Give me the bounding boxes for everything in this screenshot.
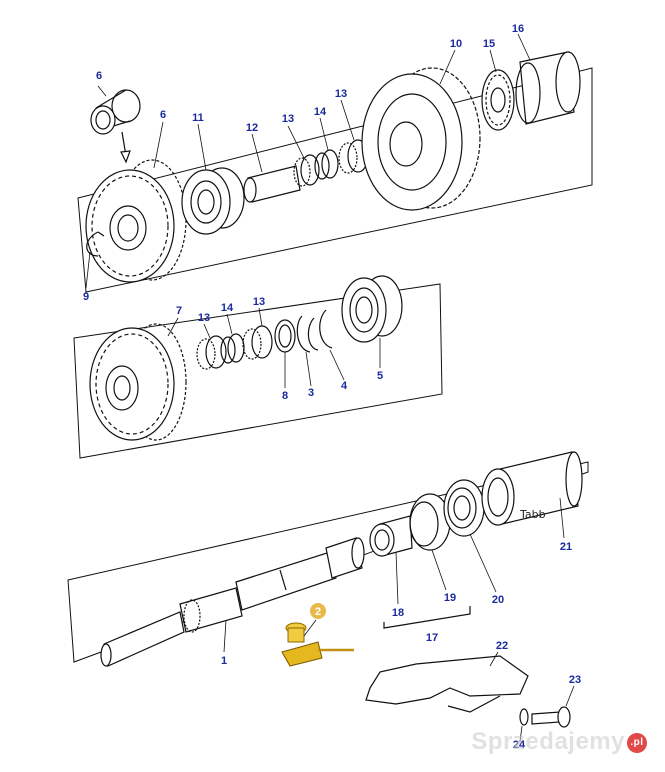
circlip-part-9 xyxy=(86,231,105,257)
wire-clip xyxy=(447,695,501,713)
housing-part-21: Tabb xyxy=(481,451,583,526)
part-label-7: 7 xyxy=(176,305,182,317)
sensor-part-2 xyxy=(281,622,354,667)
part-label-11: 11 xyxy=(192,112,204,124)
part-label-3: 3 xyxy=(308,387,314,399)
part-label-13b: 13 xyxy=(335,88,347,100)
watermark-badge: .pl xyxy=(627,732,647,753)
part-label-9: 9 xyxy=(83,291,89,303)
group-bracket-17 xyxy=(383,606,471,629)
part-label-13c: 13 xyxy=(198,312,210,324)
part-label-23: 23 xyxy=(569,674,581,686)
bearing-part-11 xyxy=(181,167,245,235)
spacer-part-14b xyxy=(220,333,245,364)
watermark-text: Sprzedajemy xyxy=(471,728,625,755)
gear-part-10 xyxy=(361,67,481,211)
part-label-13d: 13 xyxy=(253,296,265,308)
washer-part-8 xyxy=(274,319,296,353)
part-label-19: 19 xyxy=(444,592,456,604)
washer-part-24 xyxy=(519,708,529,726)
part-label-13a: 13 xyxy=(282,113,294,125)
part-label-24: 24 xyxy=(513,739,526,751)
needle-bearing-part-13c xyxy=(196,335,227,370)
housing-stamp-text: Tabb xyxy=(519,508,546,521)
hub-part-15 xyxy=(481,69,515,131)
part-label-22: 22 xyxy=(496,640,508,652)
needle-bearing-part-13 xyxy=(293,154,320,187)
part-label-8: 8 xyxy=(282,390,288,402)
needle-bearing-part-13d xyxy=(242,325,273,360)
part-label-18: 18 xyxy=(392,607,404,619)
spacer-part-14 xyxy=(314,149,339,180)
part-label-10: 10 xyxy=(450,38,462,50)
part-label-16: 16 xyxy=(512,23,524,35)
bearing-part-5 xyxy=(341,275,403,343)
leader-lines xyxy=(85,33,575,743)
gear-part-7 xyxy=(89,323,187,441)
part-number-labels: 6 6 11 12 13 14 13 10 15 16 9 7 13 14 13… xyxy=(83,23,581,751)
part-label-4: 4 xyxy=(341,380,348,392)
bushing-part-6 xyxy=(90,89,141,164)
bushing-part-18 xyxy=(369,515,413,557)
part-label-15: 15 xyxy=(483,38,495,50)
part-label-5: 5 xyxy=(377,370,383,382)
part-label-17: 17 xyxy=(426,632,438,644)
watermark: Sprzedajemy.pl xyxy=(471,728,647,756)
middle-assembly-frame xyxy=(73,283,443,459)
main-shaft-part-1 xyxy=(100,537,365,667)
highlight-badge-part-2[interactable]: 2 xyxy=(310,603,326,619)
part-label-21: 21 xyxy=(560,541,572,553)
part-label-6a: 6 xyxy=(96,70,102,82)
part-label-12: 12 xyxy=(246,122,258,134)
part-label-20: 20 xyxy=(492,594,504,606)
wire-bracket-part-22 xyxy=(365,655,529,705)
lower-assembly-frame xyxy=(67,461,589,663)
coupling-sleeve-part-16 xyxy=(515,51,581,125)
bearing-cup-part-19 xyxy=(409,493,451,551)
highlight-badge-label: 2 xyxy=(315,606,321,618)
bolt-part-23 xyxy=(531,706,571,728)
part-label-14b: 14 xyxy=(221,302,234,314)
gear-part-6 xyxy=(85,159,187,283)
circlip-part-3 xyxy=(296,315,319,353)
circlip-part-4 xyxy=(319,309,333,349)
part-label-1: 1 xyxy=(221,655,227,667)
bearing-cone-part-20 xyxy=(443,479,485,537)
part-label-6b: 6 xyxy=(160,109,166,121)
part-label-14a: 14 xyxy=(314,106,327,118)
sleeve-part-12 xyxy=(243,165,301,203)
